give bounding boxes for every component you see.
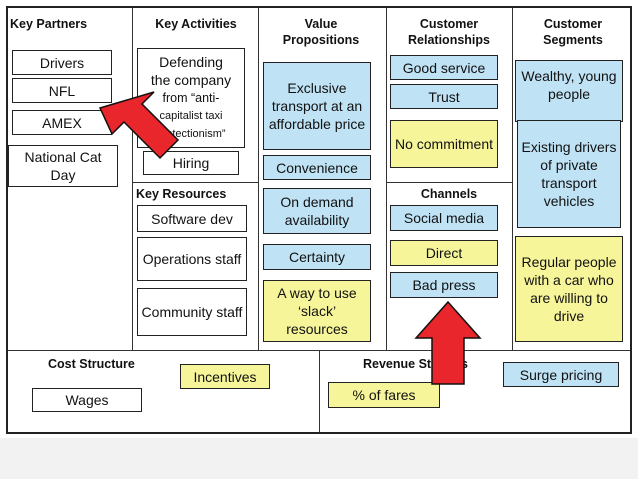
note-certainty: Certainty [263,244,371,270]
header-revenue-streams: Revenue Streams [363,357,468,371]
note-trust: Trust [390,84,498,109]
header-channels: Channels [420,187,478,201]
note-amex: AMEX [12,110,112,135]
divider-partners-activities [132,8,133,350]
divider-activities-resources [132,182,258,183]
header-customer-segments: Customer Segments [543,17,603,47]
header-customer-relationships: Customer Relationships [408,17,490,47]
divider-value-relationships [386,8,387,350]
note-hiring: Hiring [143,151,239,175]
header-key-partners: Key Partners [10,17,88,31]
header-key-activities: Key Activities [155,17,237,31]
header-key-resources: Key Resources [136,187,227,201]
divider-relationships-segments [512,8,513,350]
divider-cost-revenue [319,350,320,432]
divider-relationships-channels [386,182,512,183]
note-regular-people: Regular people with a car who are willin… [515,236,623,342]
note-percent-of-fares: % of fares [328,382,440,408]
note-defending-company: Defending the company from “anti- capita… [137,48,245,148]
note-wealthy-young: Wealthy, young people [515,60,623,122]
note-nfl: NFL [12,78,112,103]
note-exclusive-transport: Exclusive transport at an affordable pri… [263,62,371,150]
divider-activities-value [258,8,259,350]
note-existing-drivers: Existing drivers of private transport ve… [517,120,621,228]
note-social-media: Social media [390,205,498,231]
note-bad-press: Bad press [390,272,498,298]
note-convenience: Convenience [263,155,371,180]
note-slack-resources: A way to use ‘slack’ resources [263,280,371,342]
note-national-cat-day: National Cat Day [8,145,118,187]
slide-footer-band [0,438,638,479]
note-drivers: Drivers [12,50,112,75]
note-good-service: Good service [390,55,498,80]
note-on-demand: On demand availability [263,188,371,234]
note-community-staff: Community staff [137,288,247,336]
note-direct: Direct [390,240,498,266]
note-wages: Wages [32,388,142,412]
header-cost-structure: Cost Structure [48,357,135,371]
note-surge-pricing: Surge pricing [503,362,619,387]
note-no-commitment: No commitment [390,120,498,168]
note-operations-staff: Operations staff [137,237,247,281]
note-incentives: Incentives [180,364,270,389]
header-value-propositions: Value Propositions [282,17,360,47]
note-software-dev: Software dev [137,205,247,232]
